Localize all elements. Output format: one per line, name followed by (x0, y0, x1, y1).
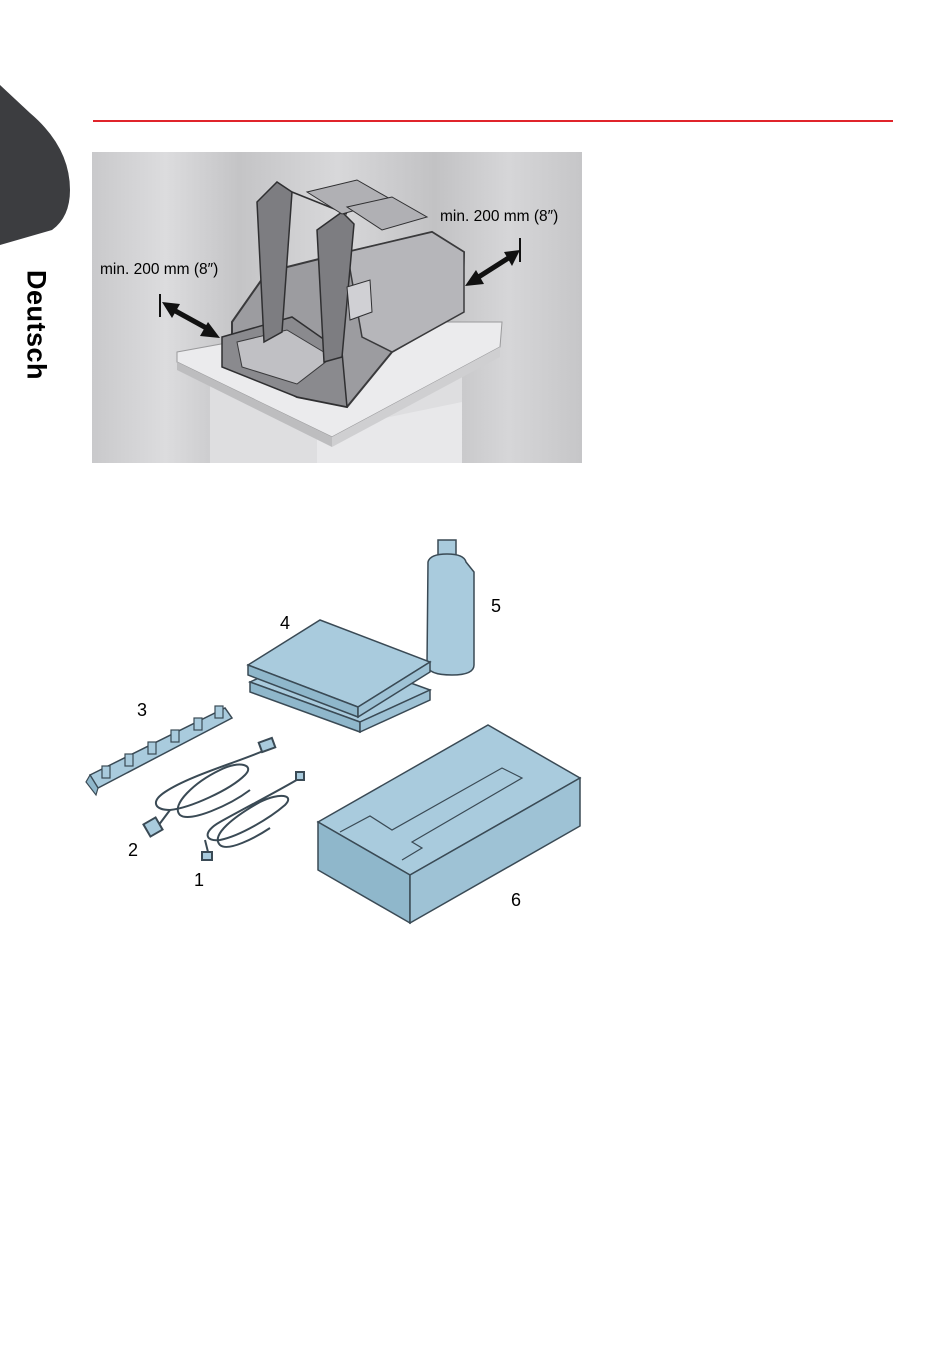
roller-rail-icon (86, 706, 232, 795)
part-number-5: 5 (491, 596, 501, 617)
language-label: Deutsch (21, 270, 52, 380)
clearance-photo: min. 200 mm (8″) min. 200 mm (8″) (92, 152, 582, 463)
parts-drawing (70, 520, 610, 940)
part-number-3: 3 (137, 700, 147, 721)
bottle-icon (427, 540, 474, 675)
part-number-2: 2 (128, 840, 138, 861)
parts-illustration: 1 2 3 4 5 6 (70, 520, 610, 940)
foam-sheets-icon (248, 620, 430, 732)
right-clearance-label: min. 200 mm (8″) (440, 208, 558, 226)
language-tab (0, 85, 70, 245)
clearance-illustration (92, 152, 582, 463)
part-number-1: 1 (194, 870, 204, 891)
left-clearance-label: min. 200 mm (8″) (100, 261, 218, 279)
packing-box-icon (318, 725, 580, 923)
header-rule (93, 120, 893, 122)
part-number-6: 6 (511, 890, 521, 911)
data-cable-icon (202, 772, 304, 860)
part-number-4: 4 (280, 613, 290, 634)
